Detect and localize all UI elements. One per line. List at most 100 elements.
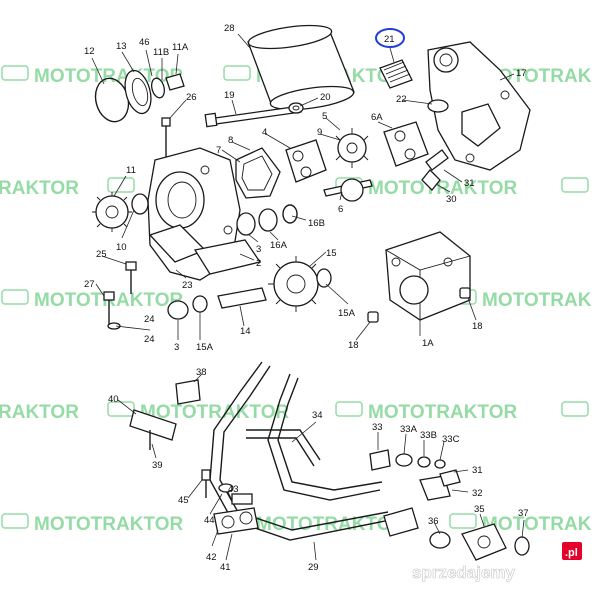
part-main-housing: [147, 147, 262, 281]
watermark-text: RAKTOR: [0, 178, 79, 199]
callout-21: 21: [384, 34, 395, 45]
part-washer: [288, 102, 304, 114]
part-large-gear: [268, 256, 324, 312]
part-lower-fittings: [383, 507, 530, 561]
callout-46: 46: [139, 37, 150, 48]
part-dowel: [459, 287, 471, 299]
part-bolt: [125, 261, 137, 294]
callout-33a: 33A: [400, 424, 418, 435]
callout-33b: 33B: [420, 430, 437, 441]
callout-9: 9: [317, 127, 322, 138]
part-fitting-group: [369, 449, 446, 471]
callout-33c: 33C: [442, 434, 460, 445]
callout-3-bottom: 3: [174, 342, 179, 353]
callout-34: 34: [312, 410, 323, 421]
highlight-ring: [375, 28, 405, 48]
tractor-icon: [107, 177, 135, 193]
callout-10: 10: [116, 242, 127, 253]
part-pump-cover: [427, 41, 531, 171]
callout-15a-mid: 15A: [338, 308, 356, 319]
brand-tld: .pl: [565, 547, 578, 559]
tractor-icon: [561, 177, 589, 193]
brand-logo: sprzedajemy .pl: [412, 542, 582, 582]
part-bearing-block-2: [383, 121, 429, 167]
callout-17: 17: [516, 68, 527, 79]
callout-16a: 16A: [270, 240, 288, 251]
part-gasket-plate: [235, 147, 281, 199]
callout-44: 44: [204, 515, 215, 526]
callout-1a: 1A: [422, 338, 434, 349]
part-filter-canister: [247, 24, 355, 111]
callout-23: 23: [182, 280, 193, 291]
callout-42: 42: [206, 552, 217, 563]
callout-15a-left: 15A: [196, 342, 214, 353]
callout-11a: 11A: [172, 42, 189, 53]
callout-15: 15: [326, 248, 337, 259]
callout-25: 25: [96, 249, 107, 260]
callout-43: 43: [228, 484, 239, 495]
callout-26: 26: [186, 92, 197, 103]
part-snap-ring-group: [94, 69, 185, 123]
watermark-text: RAKTOR: [0, 402, 79, 423]
tractor-icon: [335, 401, 363, 417]
callout-31-bottom: 31: [472, 465, 483, 476]
part-shaft: [323, 178, 373, 202]
tractor-icon: [1, 513, 29, 529]
callout-6a: 6A: [371, 112, 383, 123]
callout-19: 19: [224, 90, 235, 101]
callout-18-right: 18: [472, 321, 483, 332]
callout-8: 8: [228, 135, 233, 146]
watermark-text: MOTOTRAKTOR: [34, 514, 183, 535]
part-elbow: [419, 469, 461, 501]
callout-14: 14: [240, 326, 251, 337]
callout-12: 12: [84, 46, 95, 57]
callout-40: 40: [108, 394, 119, 405]
part-bearing: [131, 193, 149, 215]
part-o-ring: [427, 99, 449, 113]
tractor-icon: [1, 65, 29, 81]
part-fitting: [421, 149, 449, 191]
brand-tld-badge: [562, 542, 582, 560]
callout-33: 33: [372, 422, 383, 433]
watermark-text: MOTOTRAKTOR: [368, 178, 517, 199]
part-drive-gear: [335, 128, 369, 168]
callout-32: 32: [472, 488, 483, 499]
watermark-row-2: RAKTOR MOTOTRAKTOR: [0, 177, 589, 199]
callout-22: 22: [396, 94, 407, 105]
watermark-text: MOTOTRAKTOR: [368, 402, 517, 423]
part-bearing-block: [285, 139, 327, 183]
brand-name: sprzedajemy: [412, 563, 516, 582]
callout-labels: 28 21 12 13 46 11B 11A 17 19 20 22 26 7 …: [84, 23, 529, 573]
callout-6: 6: [338, 204, 343, 215]
callout-20: 20: [320, 92, 331, 103]
part-long-bolt: [204, 105, 302, 128]
leader-lines: [91, 33, 525, 561]
callout-13: 13: [116, 41, 127, 52]
callout-35: 35: [474, 504, 485, 515]
callout-37: 37: [518, 508, 529, 519]
part-idler-shaft: [217, 287, 267, 309]
callout-16b: 16B: [308, 218, 325, 229]
watermark-text: MOTOTRAKTOR: [256, 514, 405, 535]
callout-24-upper: 24: [144, 314, 155, 325]
tractor-icon: [1, 289, 29, 305]
callout-18-left: 18: [348, 340, 359, 351]
callout-45: 45: [178, 495, 189, 506]
callout-7: 7: [216, 145, 221, 156]
callout-5: 5: [322, 111, 327, 122]
callout-31-top: 31: [464, 178, 475, 189]
tractor-icon: [223, 65, 251, 81]
part-dowel: [367, 311, 379, 323]
watermark-row-5: MOTOTRAKTOR MOTOTRAKTOR MOTOTRAK: [1, 513, 592, 535]
callout-4: 4: [262, 127, 267, 138]
part-clamps-lower: [201, 469, 259, 535]
part-bushing-set: [236, 204, 298, 236]
parts-drawing: [92, 24, 531, 561]
callout-2: 2: [256, 258, 261, 269]
callout-11: 11: [126, 165, 136, 176]
watermark-row-4: RAKTOR MOTOTRAKTOR MOTOTRAKTOR: [0, 401, 589, 423]
callout-11b: 11B: [153, 47, 169, 58]
part-lower-bushing: [167, 300, 189, 320]
